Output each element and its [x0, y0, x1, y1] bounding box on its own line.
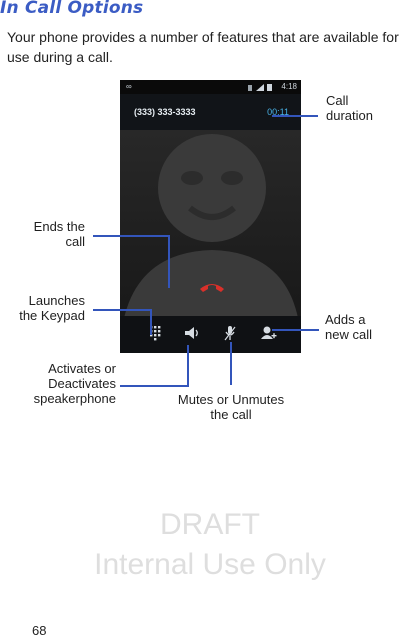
page-number: 68	[32, 623, 47, 638]
add-call-button[interactable]	[259, 324, 277, 342]
callout-speakerphone: Activates or Deactivates speakerphone	[33, 361, 116, 406]
watermark-internal: Internal Use Only	[94, 548, 326, 581]
watermark-draft: DRAFT	[160, 508, 260, 541]
callout-add-call: Adds a new call	[325, 312, 372, 342]
status-bar: ∞ 4:18	[120, 80, 301, 94]
callout-keypad: Launches the Keypad	[19, 293, 85, 323]
page-title: In Call Options	[0, 0, 144, 18]
speaker-button[interactable]	[183, 324, 201, 342]
callout-end-call: Ends the call	[33, 219, 85, 249]
caller-number: (333) 333-3333	[134, 107, 196, 117]
intro-paragraph: Your phone provides a number of features…	[7, 29, 399, 65]
mute-button[interactable]	[221, 324, 239, 342]
call-controls-bar	[120, 316, 301, 353]
call-timer: 00:11	[267, 107, 289, 117]
call-info-bar: (333) 333-3333 00:11	[120, 94, 301, 130]
callout-call-duration: Call duration	[326, 93, 373, 123]
voicemail-icon: ∞	[126, 82, 132, 91]
keypad-button[interactable]	[146, 324, 164, 342]
phone-screenshot: ∞ 4:18 (333) 333-3333 00:11	[120, 80, 301, 353]
callout-mute: Mutes or Unmutes the call	[177, 392, 285, 422]
end-call-button[interactable]	[194, 276, 230, 296]
signal-icon	[248, 84, 272, 91]
status-time: 4:18	[281, 82, 297, 91]
